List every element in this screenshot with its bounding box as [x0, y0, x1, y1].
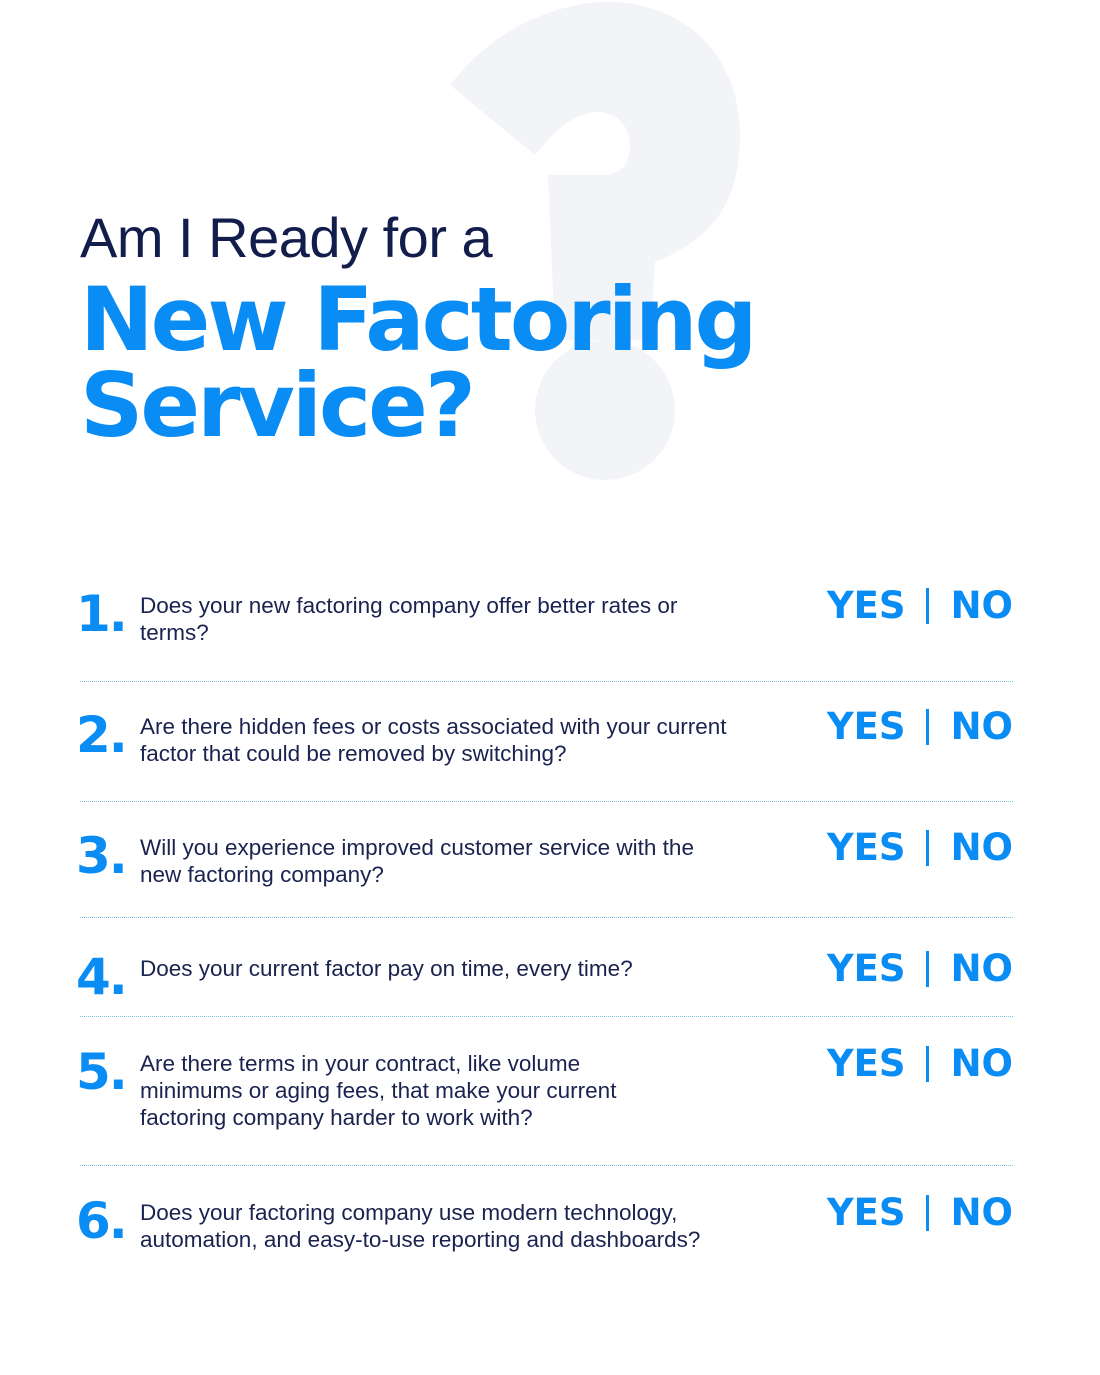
separator — [925, 709, 929, 745]
question-number: 6. — [76, 1192, 128, 1250]
no-option[interactable]: NO — [950, 584, 1013, 627]
yes-option[interactable]: YES — [826, 826, 906, 869]
divider — [80, 801, 1013, 802]
question-number: 2. — [76, 706, 128, 764]
yes-no-options: YES NO — [827, 947, 1013, 991]
yes-no-options: YES NO — [827, 826, 1013, 870]
question-text: Are there hidden fees or costs associate… — [140, 714, 727, 766]
page-title: Am I Ready for a New Factoring Service? — [80, 205, 757, 457]
title-line-3: Service? — [80, 354, 476, 457]
yes-option[interactable]: YES — [826, 705, 906, 748]
question-text: Does your current factor pay on time, ev… — [140, 956, 633, 981]
title-line-1: Am I Ready for a — [80, 206, 493, 269]
question-text: Does your new factoring company offer be… — [140, 593, 678, 645]
no-option[interactable]: NO — [950, 826, 1013, 869]
separator — [925, 830, 929, 866]
separator — [925, 951, 929, 987]
no-option[interactable]: NO — [950, 1191, 1013, 1234]
divider — [80, 681, 1013, 682]
yes-option[interactable]: YES — [826, 1042, 906, 1085]
separator — [925, 1046, 929, 1082]
yes-option[interactable]: YES — [826, 584, 906, 627]
no-option[interactable]: NO — [950, 947, 1013, 990]
yes-option[interactable]: YES — [826, 947, 906, 990]
no-option[interactable]: NO — [950, 1042, 1013, 1085]
question-number: 5. — [76, 1043, 128, 1101]
yes-no-options: YES NO — [827, 705, 1013, 749]
question-text: Does your factoring company use modern t… — [140, 1200, 701, 1252]
divider — [80, 1165, 1013, 1166]
question-number: 3. — [76, 827, 128, 885]
question-number: 1. — [76, 585, 128, 643]
yes-no-options: YES NO — [827, 1191, 1013, 1235]
title-line-2: New Factoring — [80, 268, 757, 371]
no-option[interactable]: NO — [950, 705, 1013, 748]
yes-no-options: YES NO — [827, 584, 1013, 628]
divider — [80, 917, 1013, 918]
question-number: 4. — [76, 948, 128, 1006]
question-text: Will you experience improved customer se… — [140, 835, 694, 887]
yes-option[interactable]: YES — [826, 1191, 906, 1234]
separator — [925, 1195, 929, 1231]
question-text: Are there terms in your contract, like v… — [140, 1051, 617, 1130]
yes-no-options: YES NO — [827, 1042, 1013, 1086]
question-mark-icon — [450, 1, 740, 480]
separator — [925, 588, 929, 624]
divider — [80, 1016, 1013, 1017]
